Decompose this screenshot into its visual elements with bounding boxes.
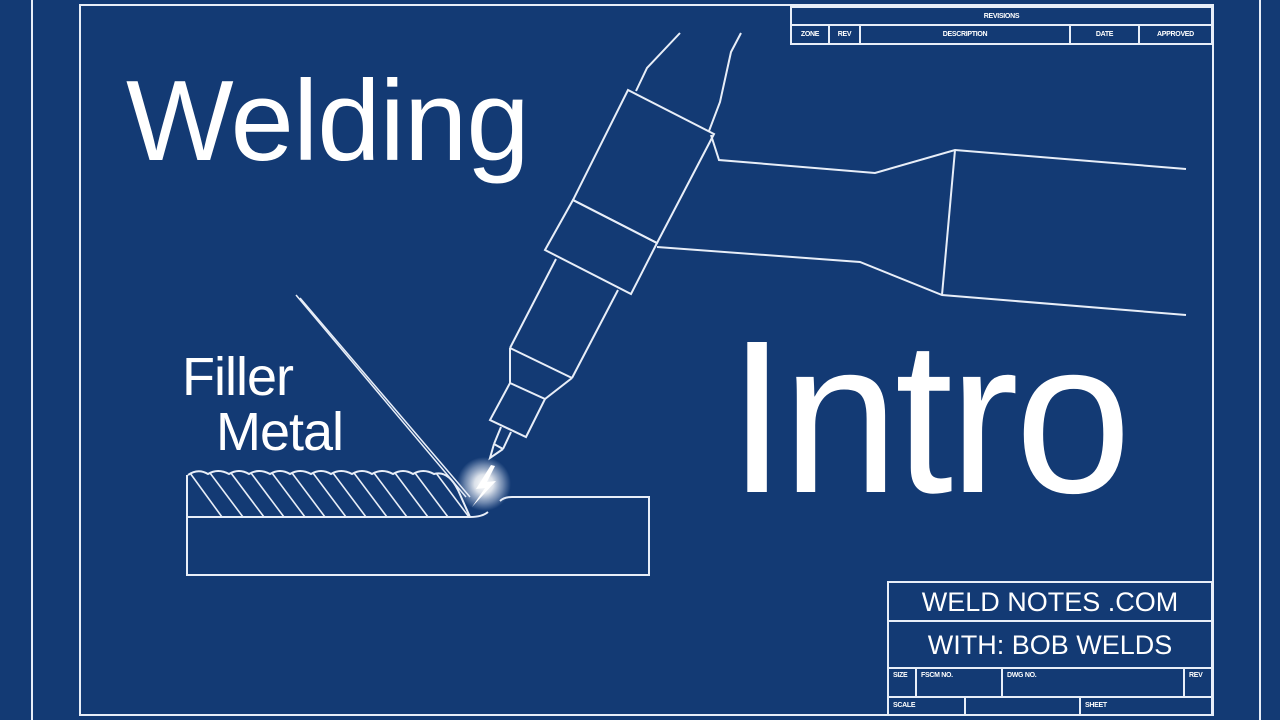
title-block-blank (966, 698, 1081, 716)
revisions-col-date: DATE (1071, 26, 1140, 43)
sheet-border (31, 0, 1261, 720)
revisions-col-approved: APPROVED (1157, 31, 1194, 38)
label-metal: Metal (216, 402, 344, 462)
revisions-col-rev: REV (830, 26, 861, 43)
tig-torch-drawing (488, 32, 1187, 461)
label-filler: Filler (182, 347, 294, 407)
lightning-bolt-icon (457, 457, 511, 511)
title-block-website: WELD NOTES .COM (889, 583, 1211, 622)
title-block-dwg-no: DWG NO. (1003, 669, 1185, 696)
revisions-table: REVISIONS ZONE REV DESCRIPTION DATE APPR… (790, 6, 1213, 45)
revisions-header: REVISIONS (792, 8, 1211, 26)
title-block-rev: REV (1189, 672, 1203, 679)
title-block-author: WITH: BOB WELDS (889, 622, 1211, 669)
title-block: WELD NOTES .COM WITH: BOB WELDS SIZE FSC… (887, 581, 1213, 716)
weld-bead (187, 470, 471, 518)
revisions-columns: ZONE REV DESCRIPTION DATE APPROVED (792, 26, 1211, 43)
revisions-col-zone: ZONE (792, 26, 830, 43)
revisions-col-description: DESCRIPTION (861, 26, 1071, 43)
title-block-scale: SCALE (889, 698, 966, 716)
title-welding: Welding (126, 58, 530, 185)
title-block-sheet: SHEET (1085, 702, 1107, 709)
title-block-row-ids: SIZE FSCM NO. DWG NO. REV (889, 669, 1211, 698)
title-block-size: SIZE (889, 669, 917, 696)
title-block-row-scale: SCALE SHEET (889, 698, 1211, 716)
filler-rod (295, 294, 471, 498)
base-plate (186, 475, 650, 576)
title-intro: Intro (728, 296, 1131, 539)
title-block-fscm: FSCM NO. (917, 669, 1003, 696)
